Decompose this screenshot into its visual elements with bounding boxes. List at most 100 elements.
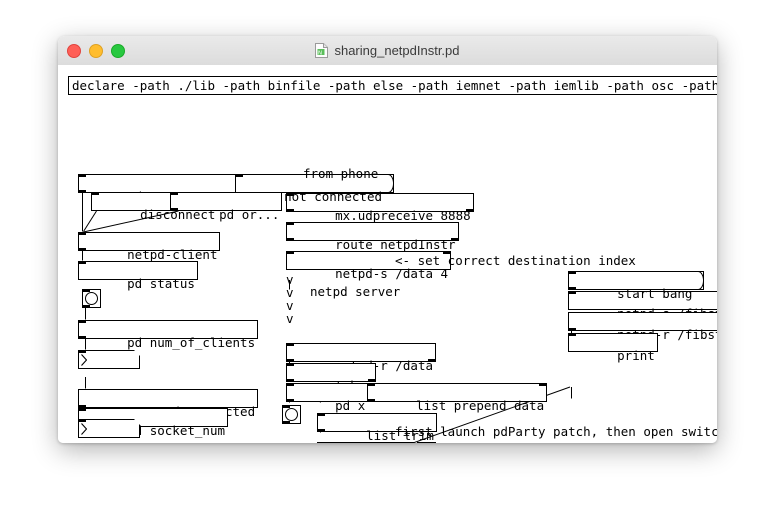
close-button[interactable] <box>67 44 81 58</box>
pd-document-icon: N <box>315 43 329 58</box>
netpd-r-data-object[interactable]: netpd-r /data <box>286 343 436 371</box>
netpd-client-label: netpd-client <box>127 246 218 262</box>
inlet-nub <box>287 222 294 225</box>
outlet-nub <box>79 336 86 339</box>
zoom-button[interactable] <box>111 44 125 58</box>
outlet-nub <box>287 379 294 382</box>
toggle-spigot-switch[interactable] <box>417 442 436 443</box>
outlet-nub <box>287 238 294 241</box>
bang-num-of-clients[interactable] <box>82 289 101 308</box>
outlet-nub <box>569 287 576 290</box>
arrow-down-3-comment: v <box>286 298 294 313</box>
pd-num-of-clients-object[interactable]: pd num_of_clients <box>78 320 258 348</box>
netpd-r-fibstruct-object[interactable]: netpd-r /fibstruct <box>568 312 717 340</box>
inlet-nub <box>287 343 294 346</box>
netpd-s-data-object[interactable]: netpd-s /data 4 <box>286 251 451 279</box>
pd-patch-window: N sharing_netpdInstr.pd <box>58 36 717 443</box>
outlet-nub-right <box>428 359 435 362</box>
window-titlebar[interactable]: N sharing_netpdInstr.pd <box>58 36 717 66</box>
declare-object[interactable]: declare -path ./lib -path binfile -path … <box>68 76 717 95</box>
window-controls <box>67 44 125 58</box>
arrow-down-2-comment: v <box>286 285 294 300</box>
outlet-nub <box>79 248 86 251</box>
inlet-nub-right <box>539 383 546 386</box>
inlet-nub <box>171 192 178 195</box>
list-prepend-data-object[interactable]: list prepend data <box>367 383 547 411</box>
start-bang-message[interactable]: start bang <box>568 271 704 299</box>
inlet-nub <box>368 383 375 386</box>
window-title-area: N sharing_netpdInstr.pd <box>58 36 717 65</box>
inlet-nub <box>236 174 243 177</box>
socket-num-number-box[interactable]: 0 <box>78 419 140 438</box>
inlet-nub <box>569 291 576 294</box>
mx-udpreceive-label: mx.udpreceive 8888 <box>335 207 471 223</box>
inlet-nub <box>318 413 325 416</box>
pd-or-object[interactable]: pd or... <box>170 192 282 220</box>
pd-autoconnect-object[interactable]: pd autoconnect <box>78 174 236 202</box>
pd-canvas[interactable]: declare -path ./lib -path binfile -path … <box>58 65 717 443</box>
inlet-nub-right <box>443 251 450 254</box>
svg-text:N: N <box>318 50 322 56</box>
inlet-nub <box>83 289 90 292</box>
r-netpd-connected-object[interactable]: r netpd_connected <box>78 389 258 417</box>
outlet-nub <box>79 405 86 408</box>
outlet-nub <box>287 399 294 402</box>
outlet-nub <box>287 359 294 362</box>
inlet-nub <box>283 405 290 408</box>
bang-circle-icon <box>85 292 98 305</box>
inlet-nub <box>92 192 99 195</box>
inlet-nub <box>287 251 294 254</box>
outlet-nub-right <box>368 379 375 382</box>
print-object[interactable]: print <box>568 333 658 361</box>
spigot-object[interactable]: spigot <box>317 442 414 443</box>
t-b-a-object[interactable]: t b a <box>286 363 376 391</box>
outlet-nub <box>171 208 178 211</box>
inlet-nub <box>287 363 294 366</box>
outlet-nub-right <box>466 209 473 212</box>
route-netpdinstr-object[interactable]: route netpdInstr <box>286 222 459 250</box>
inlet-nub <box>287 383 294 386</box>
pd-socket-num-label: pd socket_num <box>127 422 225 438</box>
pd-x-object[interactable]: pd x <box>286 383 368 411</box>
mx-udpreceive-object[interactable]: mx.udpreceive 8888 <box>286 193 474 221</box>
bang-circle-icon <box>285 408 298 421</box>
netpd-client-object[interactable]: netpd-client <box>78 232 220 260</box>
minimize-button[interactable] <box>89 44 103 58</box>
inlet-nub <box>79 320 86 323</box>
bang-list-widget[interactable] <box>282 405 301 424</box>
inlet-nub <box>569 271 576 274</box>
inlet-nub <box>79 408 86 411</box>
outlet-nub <box>283 421 290 424</box>
outlet-nub <box>569 328 576 331</box>
route-netpdinstr-label: route netpdInstr <box>335 236 456 252</box>
inlet-nub <box>318 442 325 443</box>
inlet-nub <box>287 193 294 196</box>
from-phone-comment: from phone <box>303 166 379 181</box>
list-trim-object[interactable]: list trim <box>317 413 437 441</box>
not-connected-label: not connected <box>284 188 382 204</box>
start-bang-label: start bang <box>617 285 693 301</box>
inlet-nub <box>79 419 86 422</box>
pd-num-of-clients-label: pd num_of_clients <box>127 334 256 350</box>
inlet-nub <box>418 442 425 443</box>
outlet-nub <box>287 209 294 212</box>
pd-status-object[interactable]: pd status <box>78 261 198 289</box>
inlet-nub <box>79 350 86 353</box>
print-label: print <box>617 347 655 363</box>
inlet-nub <box>79 232 86 235</box>
disconnect-label: disconnect <box>140 206 216 222</box>
list-trim-label: list trim <box>366 427 434 443</box>
netpd-s-data-label: netpd-s /data 4 <box>335 265 449 281</box>
inlet-nub <box>79 261 86 264</box>
set-destination-comment: <- set correct destination index <box>395 253 636 268</box>
not-connected-message[interactable]: not connected <box>235 174 394 202</box>
arrow-down-1-comment: v <box>286 272 294 287</box>
number-arrow-icon <box>81 423 87 435</box>
outlet-nub <box>368 399 375 402</box>
pd-x-label: pd x <box>335 397 366 413</box>
outlet-nub-right <box>451 238 458 241</box>
number-arrow-icon <box>81 354 87 366</box>
num-of-clients-number-box[interactable]: 0 <box>78 350 140 369</box>
inlet-nub <box>569 333 576 336</box>
outlet-nub <box>83 305 90 308</box>
